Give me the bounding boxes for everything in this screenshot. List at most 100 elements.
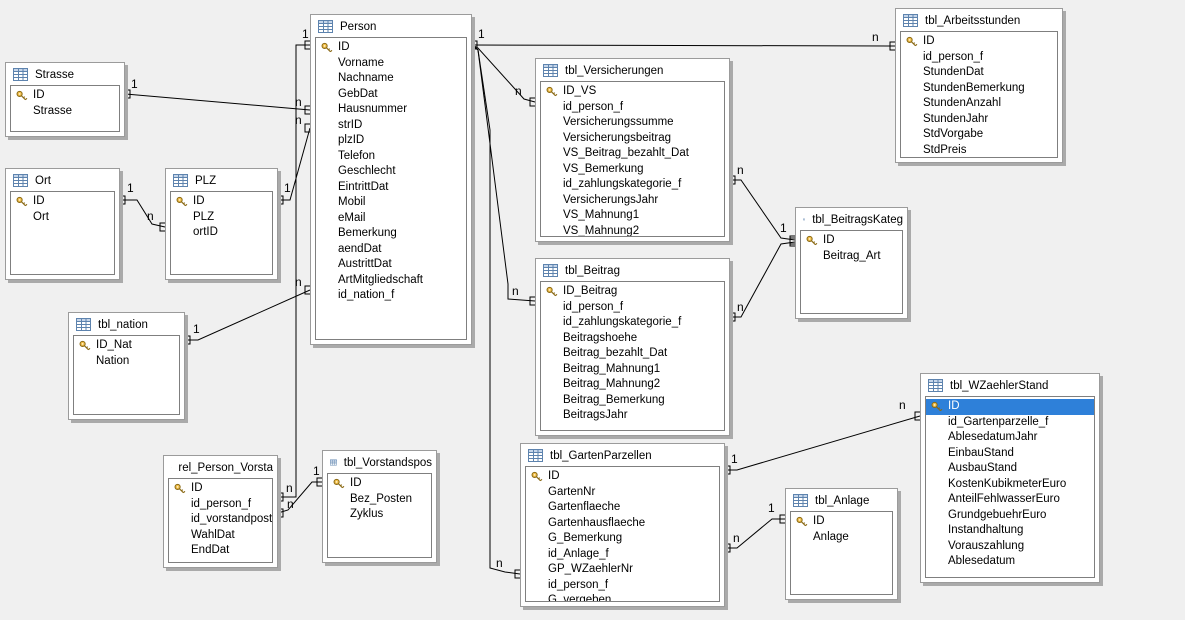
field-row[interactable]: Beitrag_Art [801, 249, 902, 265]
relationship-line[interactable] [471, 44, 896, 47]
field-row[interactable]: VS_Mahnung1 [541, 208, 724, 224]
field-row[interactable]: id_person_f [901, 50, 1057, 66]
field-row[interactable]: id_zahlungskategorie_f [541, 315, 724, 331]
field-row[interactable]: id_vorstandposte [169, 512, 272, 528]
field-row[interactable]: Ablesedatum [926, 554, 1094, 570]
field-row[interactable]: strID [316, 118, 466, 134]
field-row[interactable]: PLZ [171, 210, 272, 226]
field-row[interactable]: BeitragsJahr [541, 408, 724, 424]
relationship-anlage-gartenparzellen[interactable]: n1 [725, 501, 785, 553]
field-row[interactable]: id_person_f [526, 578, 719, 594]
table-title-bar[interactable]: tbl_Beitrag [536, 259, 729, 281]
field-row[interactable]: Ort [11, 210, 114, 226]
field-row[interactable]: ID [169, 481, 272, 497]
field-row[interactable]: Hausnummer [316, 102, 466, 118]
table-title-bar[interactable]: rel_Person_Vorsta [164, 456, 277, 478]
table-title-bar[interactable]: Person [311, 15, 471, 37]
field-row[interactable]: StundenBemerkung [901, 81, 1057, 97]
field-row[interactable]: Instandhaltung [926, 523, 1094, 539]
field-row[interactable]: Beitrag_Bemerkung [541, 393, 724, 409]
relationship-ort-plz[interactable]: 1n [120, 181, 166, 232]
table-title-bar[interactable]: tbl_WZaehlerStand [921, 374, 1099, 396]
field-row[interactable]: GebDat [316, 87, 466, 103]
field-row[interactable]: ID [11, 88, 119, 104]
field-row[interactable]: StdPreis [901, 143, 1057, 158]
field-row[interactable]: Gartenhausflaeche [526, 516, 719, 532]
field-row[interactable]: ID [328, 476, 431, 492]
field-row[interactable]: Beitrag_bezahlt_Dat [541, 346, 724, 362]
field-row[interactable]: G_vergeben [526, 593, 719, 601]
field-row[interactable]: Gartenflaeche [526, 500, 719, 516]
field-row[interactable]: StundenJahr [901, 112, 1057, 128]
relationship-versicherungen-beitragskateg[interactable]: n1 [730, 163, 796, 245]
field-row[interactable]: ArtMitgliedschaft [316, 273, 466, 289]
field-row[interactable]: ID_Nat [74, 338, 179, 354]
relationship-person-beitrag[interactable]: n [471, 40, 536, 306]
field-row[interactable]: plzID [316, 133, 466, 149]
relationship-line[interactable] [725, 415, 921, 471]
field-row[interactable]: Versicherungsbeitrag [541, 131, 724, 147]
relationship-plz-person[interactable]: 1n [278, 113, 311, 205]
field-row[interactable]: Beitrag_Mahnung2 [541, 377, 724, 393]
field-row[interactable]: VS_Bemerkung [541, 162, 724, 178]
field-row[interactable]: AblesedatumJahr [926, 430, 1094, 446]
relationship-line[interactable] [120, 199, 166, 228]
relationship-line[interactable] [725, 518, 785, 549]
field-row[interactable]: Beitragshoehe [541, 331, 724, 347]
field-row[interactable]: ID_Beitrag [541, 284, 724, 300]
field-row[interactable]: id_zahlungskategorie_f [541, 177, 724, 193]
field-row[interactable]: ID [526, 469, 719, 485]
field-row[interactable]: WahlDat [169, 528, 272, 544]
field-row[interactable]: G_Bemerkung [526, 531, 719, 547]
field-row[interactable]: eMail [316, 211, 466, 227]
field-row[interactable]: id_Gartenparzelle_f [926, 415, 1094, 431]
table-title-bar[interactable]: tbl_GartenParzellen [521, 444, 724, 466]
field-row[interactable]: Anlage [791, 530, 892, 546]
relationship-strasse-person[interactable]: 1n [124, 77, 311, 115]
relationship-gartenparzellen-wzaehlerstand[interactable]: 1n [725, 398, 921, 475]
field-row[interactable]: EndDat [169, 543, 272, 559]
field-row[interactable]: Versicherungssumme [541, 115, 724, 131]
table-title-bar[interactable]: tbl_Arbeitsstunden [896, 9, 1062, 31]
relationship-vorstandspos-rel_person_vorstand[interactable]: 1n [277, 464, 322, 518]
field-row[interactable]: KostenKubikmeterEuro [926, 477, 1094, 493]
relationship-line[interactable] [471, 44, 536, 302]
field-row[interactable]: Bez_Posten [328, 492, 431, 508]
field-row[interactable]: StdVorgabe [901, 127, 1057, 143]
field-row[interactable]: AnteilFehlwasserEuro [926, 492, 1094, 508]
field-row[interactable]: AusbauStand [926, 461, 1094, 477]
field-row[interactable]: Zyklus [328, 507, 431, 523]
relationship-line[interactable] [278, 127, 311, 201]
field-row[interactable]: VS_Mahnung2 [541, 224, 724, 237]
table-title-bar[interactable]: tbl_nation [69, 313, 184, 335]
table-title-bar[interactable]: tbl_Versicherungen [536, 59, 729, 81]
field-row[interactable]: ID [11, 194, 114, 210]
field-row[interactable]: VS_Beitrag_bezahlt_Dat [541, 146, 724, 162]
field-row[interactable]: id_Anlage_f [526, 547, 719, 563]
field-row[interactable]: EintrittDat [316, 180, 466, 196]
field-row[interactable]: GartenNr [526, 485, 719, 501]
field-row[interactable]: Telefon [316, 149, 466, 165]
field-row[interactable]: GP_WZaehlerNr [526, 562, 719, 578]
field-row[interactable]: aendDat [316, 242, 466, 258]
table-title-bar[interactable]: Strasse [6, 63, 124, 85]
field-row[interactable]: ID [316, 40, 466, 56]
field-row[interactable]: StundenAnzahl [901, 96, 1057, 112]
field-row[interactable]: id_person_f [541, 300, 724, 316]
field-row[interactable]: StundenDat [901, 65, 1057, 81]
field-row[interactable]: id_person_f [169, 497, 272, 513]
relationship-beitrag-beitragskateg[interactable]: n [730, 237, 796, 322]
relationship-line[interactable] [185, 289, 311, 341]
